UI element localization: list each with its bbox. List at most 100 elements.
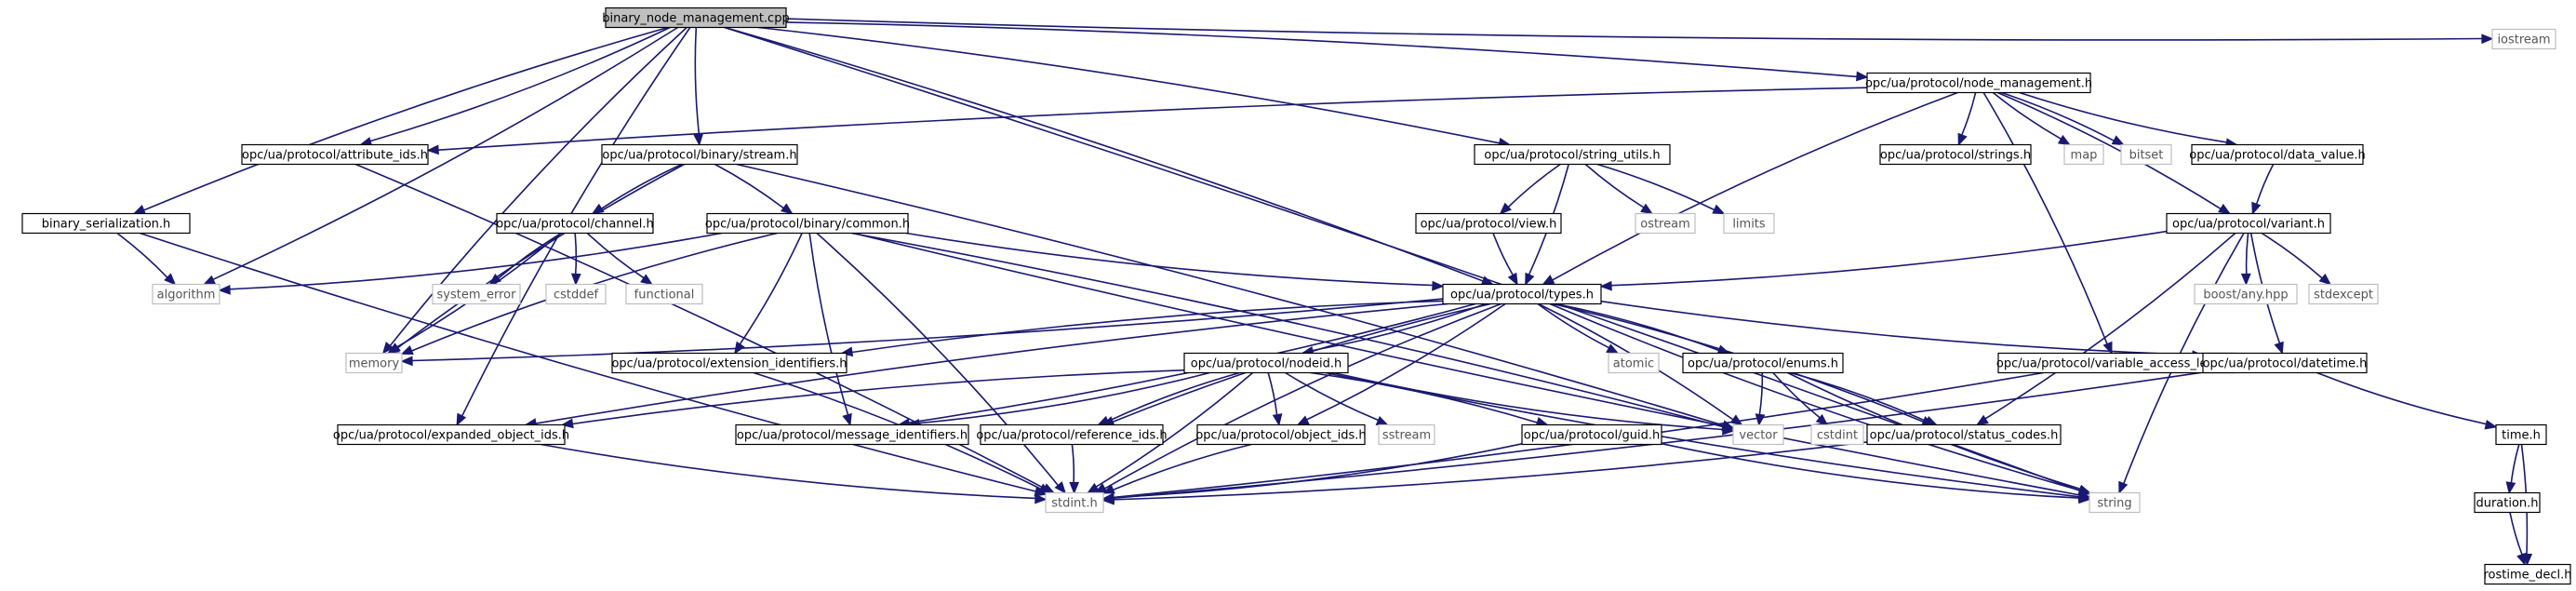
edge-line bbox=[714, 163, 784, 209]
node-box bbox=[1474, 143, 1671, 166]
arrowhead-icon bbox=[2111, 135, 2125, 146]
node-attribute-ids[interactable]: opc/ua/protocol/attribute_ids.h bbox=[241, 143, 429, 166]
node-reference-ids[interactable]: opc/ua/protocol/reference_ids.h bbox=[976, 423, 1168, 446]
node-label: opc/ua/protocol/message_identifiers.h bbox=[737, 429, 968, 443]
include-edge-types-to-stdint bbox=[1094, 302, 1502, 494]
arrowhead-icon bbox=[488, 274, 502, 286]
include-edge-stream-to-common bbox=[714, 163, 794, 215]
edge-line bbox=[1306, 302, 1506, 421]
include-edge-variant-to-stdexcept bbox=[2261, 232, 2332, 286]
include-edge-node_management-to-strings bbox=[1957, 92, 1977, 146]
arrowhead-icon bbox=[2118, 480, 2129, 494]
arrowhead-icon bbox=[842, 412, 852, 427]
node-extension-identifiers[interactable]: opc/ua/protocol/extension_identifiers.h bbox=[611, 352, 848, 374]
arrowhead-icon bbox=[1924, 415, 1938, 426]
node-channel[interactable]: opc/ua/protocol/channel.h bbox=[496, 212, 654, 235]
edge-line bbox=[808, 233, 849, 415]
arrowhead-icon bbox=[570, 273, 581, 287]
node-box bbox=[432, 283, 521, 305]
node-string-utils[interactable]: opc/ua/protocol/string_utils.h bbox=[1474, 143, 1671, 166]
include-edge-enums-to-cstdint bbox=[1772, 371, 1829, 426]
node-data-value[interactable]: opc/ua/protocol/data_value.h bbox=[2189, 143, 2366, 166]
node-common[interactable]: opc/ua/protocol/binary/common.h bbox=[705, 212, 910, 235]
edge-line bbox=[1267, 372, 1278, 415]
node-label: opc/ua/protocol/nodeid.h bbox=[1191, 357, 1341, 371]
node-message-identifiers[interactable]: opc/ua/protocol/message_identifiers.h bbox=[735, 423, 969, 446]
include-edge-channel-to-cstddef bbox=[570, 233, 581, 287]
node-stream[interactable]: opc/ua/protocol/binary/stream.h bbox=[601, 143, 798, 166]
node-status-codes[interactable]: opc/ua/protocol/status_codes.h bbox=[1866, 423, 2062, 446]
node-box bbox=[152, 283, 220, 305]
include-edge-duration-to-rostime_decl bbox=[2509, 512, 2527, 566]
include-edge-nodeid-to-message_identifiers bbox=[907, 371, 1210, 429]
edge-line bbox=[2510, 444, 2520, 483]
node-binary-serialization[interactable]: binary_serialization.h bbox=[21, 212, 191, 235]
include-edge-node_management-to-types bbox=[1542, 91, 1958, 286]
edge-line bbox=[739, 233, 803, 345]
node-label: opc/ua/protocol/object_ids.h bbox=[1195, 429, 1366, 443]
arrowhead-icon bbox=[1034, 493, 1048, 504]
node-label: time.h bbox=[2502, 429, 2541, 443]
edge-line bbox=[1992, 91, 2062, 140]
arrowhead-icon bbox=[1712, 204, 1726, 215]
node-rostime-decl[interactable]: rostime_decl.h bbox=[2483, 563, 2572, 585]
node-object-ids[interactable]: opc/ua/protocol/object_ids.h bbox=[1195, 423, 1367, 446]
node-box bbox=[735, 423, 969, 446]
node-duration[interactable]: duration.h bbox=[2474, 491, 2541, 514]
node-bitset: bitset bbox=[2120, 143, 2172, 166]
edge-line bbox=[411, 298, 1444, 362]
node-node-management[interactable]: opc/ua/protocol/node_management.h bbox=[1865, 72, 2092, 94]
edge-line bbox=[736, 163, 1724, 426]
node-box bbox=[601, 143, 798, 166]
edge-line bbox=[535, 302, 1448, 424]
edge-line bbox=[2316, 371, 2487, 425]
node-time[interactable]: time.h bbox=[2495, 423, 2547, 446]
edge-line bbox=[694, 27, 701, 135]
include-edge-string_utils-to-view bbox=[1499, 163, 1561, 215]
node-view[interactable]: opc/ua/protocol/view.h bbox=[1415, 212, 1562, 235]
include-edge-root-to-algorithm bbox=[202, 26, 679, 286]
node-label: opc/ua/protocol/node_management.h bbox=[1865, 77, 2092, 91]
node-guid[interactable]: opc/ua/protocol/guid.h bbox=[1521, 423, 1662, 446]
node-enums[interactable]: opc/ua/protocol/enums.h bbox=[1682, 352, 1844, 374]
edge-line bbox=[116, 232, 168, 278]
node-memory: memory bbox=[345, 352, 403, 374]
node-label: opc/ua/protocol/datetime.h bbox=[2203, 357, 2368, 371]
node-box bbox=[2194, 283, 2298, 305]
node-types[interactable]: opc/ua/protocol/types.h bbox=[1442, 283, 1602, 305]
node-box bbox=[241, 143, 429, 166]
edge-line bbox=[1095, 371, 1254, 488]
edge-line bbox=[1661, 442, 2080, 499]
include-edge-object_ids-to-stdint bbox=[1101, 443, 1252, 494]
edge-line bbox=[2245, 233, 2249, 275]
edge-line bbox=[229, 232, 722, 290]
arrowhead-icon bbox=[1296, 415, 1310, 426]
include-edge-status_codes-to-stdint bbox=[1101, 441, 1868, 505]
node-box bbox=[980, 423, 1164, 446]
node-strings[interactable]: opc/ua/protocol/strings.h bbox=[1879, 143, 2032, 166]
node-box bbox=[611, 352, 848, 374]
node-box bbox=[1732, 423, 1784, 446]
node-label: opc/ua/protocol/data_value.h bbox=[2189, 149, 2365, 163]
edge-line bbox=[1507, 163, 1561, 208]
arrowhead-icon bbox=[1507, 272, 1518, 286]
node-nodeid[interactable]: opc/ua/protocol/nodeid.h bbox=[1183, 352, 1349, 374]
edge-line bbox=[1312, 302, 1487, 352]
edge-line bbox=[2261, 232, 2323, 279]
include-edge-common-to-stdint bbox=[816, 232, 1067, 494]
edges-layer bbox=[116, 18, 2533, 567]
node-label: opc/ua/protocol/enums.h bbox=[1688, 357, 1838, 371]
arrowhead-icon bbox=[386, 343, 400, 355]
edge-line bbox=[389, 26, 687, 346]
include-edge-data_value-to-variant bbox=[2251, 164, 2275, 216]
edge-line bbox=[758, 26, 1500, 144]
node-box bbox=[1879, 143, 2032, 166]
node-variant[interactable]: opc/ua/protocol/variant.h bbox=[2166, 212, 2331, 235]
node-box bbox=[21, 212, 191, 235]
node-expanded-object-ids[interactable]: opc/ua/protocol/expanded_object_ids.h bbox=[333, 423, 569, 446]
edge-line bbox=[725, 26, 1484, 282]
node-root[interactable]: binary_node_management.cpp bbox=[602, 7, 790, 29]
edge-line bbox=[853, 232, 2080, 496]
node-datetime[interactable]: opc/ua/protocol/datetime.h bbox=[2202, 352, 2368, 374]
node-variable-access-level[interactable]: opc/ua/protocol/variable_access_level.h bbox=[1996, 352, 2236, 374]
